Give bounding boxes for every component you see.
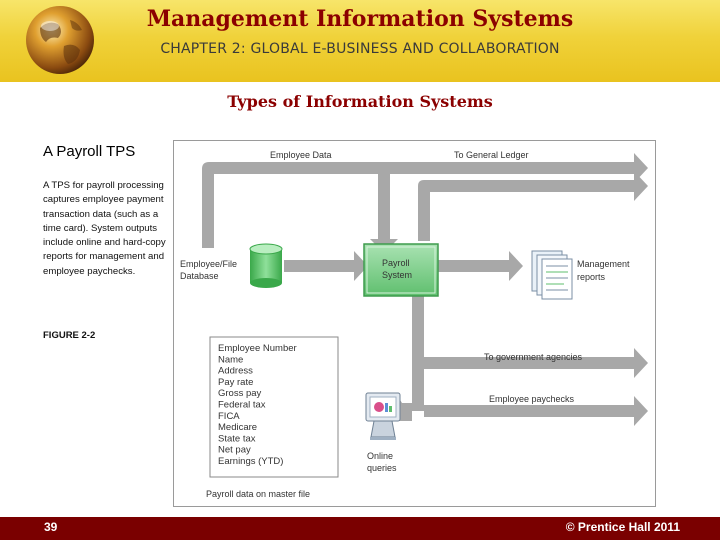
master-file-field: Net pay [218, 445, 251, 456]
queries-label-line1: Online [367, 451, 393, 461]
master-file-caption: Payroll data on master file [206, 489, 310, 499]
paychecks-arrow [424, 396, 648, 426]
master-file-field: Name [218, 354, 243, 365]
master-file-field: Federal tax [218, 400, 266, 411]
payroll-system-box: Payroll System [363, 243, 439, 297]
slide-header: Management Information Systems CHAPTER 2… [0, 0, 720, 82]
payroll-system-label-line2: System [382, 270, 412, 280]
database-label-line1: Employee/File [180, 259, 237, 269]
chapter-subtitle: CHAPTER 2: GLOBAL E-BUSINESS AND COLLABO… [160, 41, 560, 57]
master-file-field: Gross pay [218, 388, 262, 399]
master-file-field: Earnings (YTD) [218, 456, 283, 467]
gov-agencies-arrow [424, 348, 648, 378]
gov-agencies-label: To government agencies [484, 352, 583, 362]
system-output-trunk [412, 296, 424, 411]
page-number: 39 [44, 520, 58, 534]
diagram-canvas: Employee/File Database Payroll System Ma… [180, 150, 648, 499]
queries-label-line2: queries [367, 463, 397, 473]
section-heading: A Payroll TPS [43, 143, 136, 160]
general-ledger-label: To General Ledger [454, 150, 529, 160]
reports-label-line2: reports [577, 272, 606, 282]
slide-title: Types of Information Systems [227, 92, 493, 111]
course-title: Management Information Systems [146, 6, 574, 32]
employee-database-icon [249, 243, 283, 288]
figure-label: FIGURE 2-2 [43, 330, 96, 341]
payroll-system-label-line1: Payroll [382, 258, 410, 268]
system-to-reports-arrow [438, 251, 523, 281]
master-file-field: State tax [218, 433, 256, 444]
figure-description: A TPS for payroll processing captures em… [43, 180, 166, 277]
copyright-notice: © Prentice Hall 2011 [565, 520, 680, 534]
master-file-field: Medicare [218, 422, 257, 433]
online-queries-computer-icon [365, 392, 401, 440]
master-file-field: FICA [218, 411, 240, 422]
db-to-system-arrow [284, 251, 368, 281]
paychecks-label: Employee paychecks [489, 394, 575, 404]
globe-icon [26, 6, 94, 74]
master-file-field: Pay rate [218, 377, 253, 388]
slide-footer: 39 © Prentice Hall 2011 [0, 517, 720, 540]
payroll-tps-diagram: Employee/File Database Payroll System Ma… [173, 140, 656, 507]
employee-data-label: Employee Data [270, 150, 332, 160]
master-file-field: Employee Number [218, 343, 297, 354]
management-reports-icon [531, 250, 573, 300]
data-flow-band [202, 153, 648, 253]
master-file-field: Address [218, 366, 253, 377]
reports-label-line1: Management [577, 259, 630, 269]
database-label-line2: Database [180, 271, 219, 281]
